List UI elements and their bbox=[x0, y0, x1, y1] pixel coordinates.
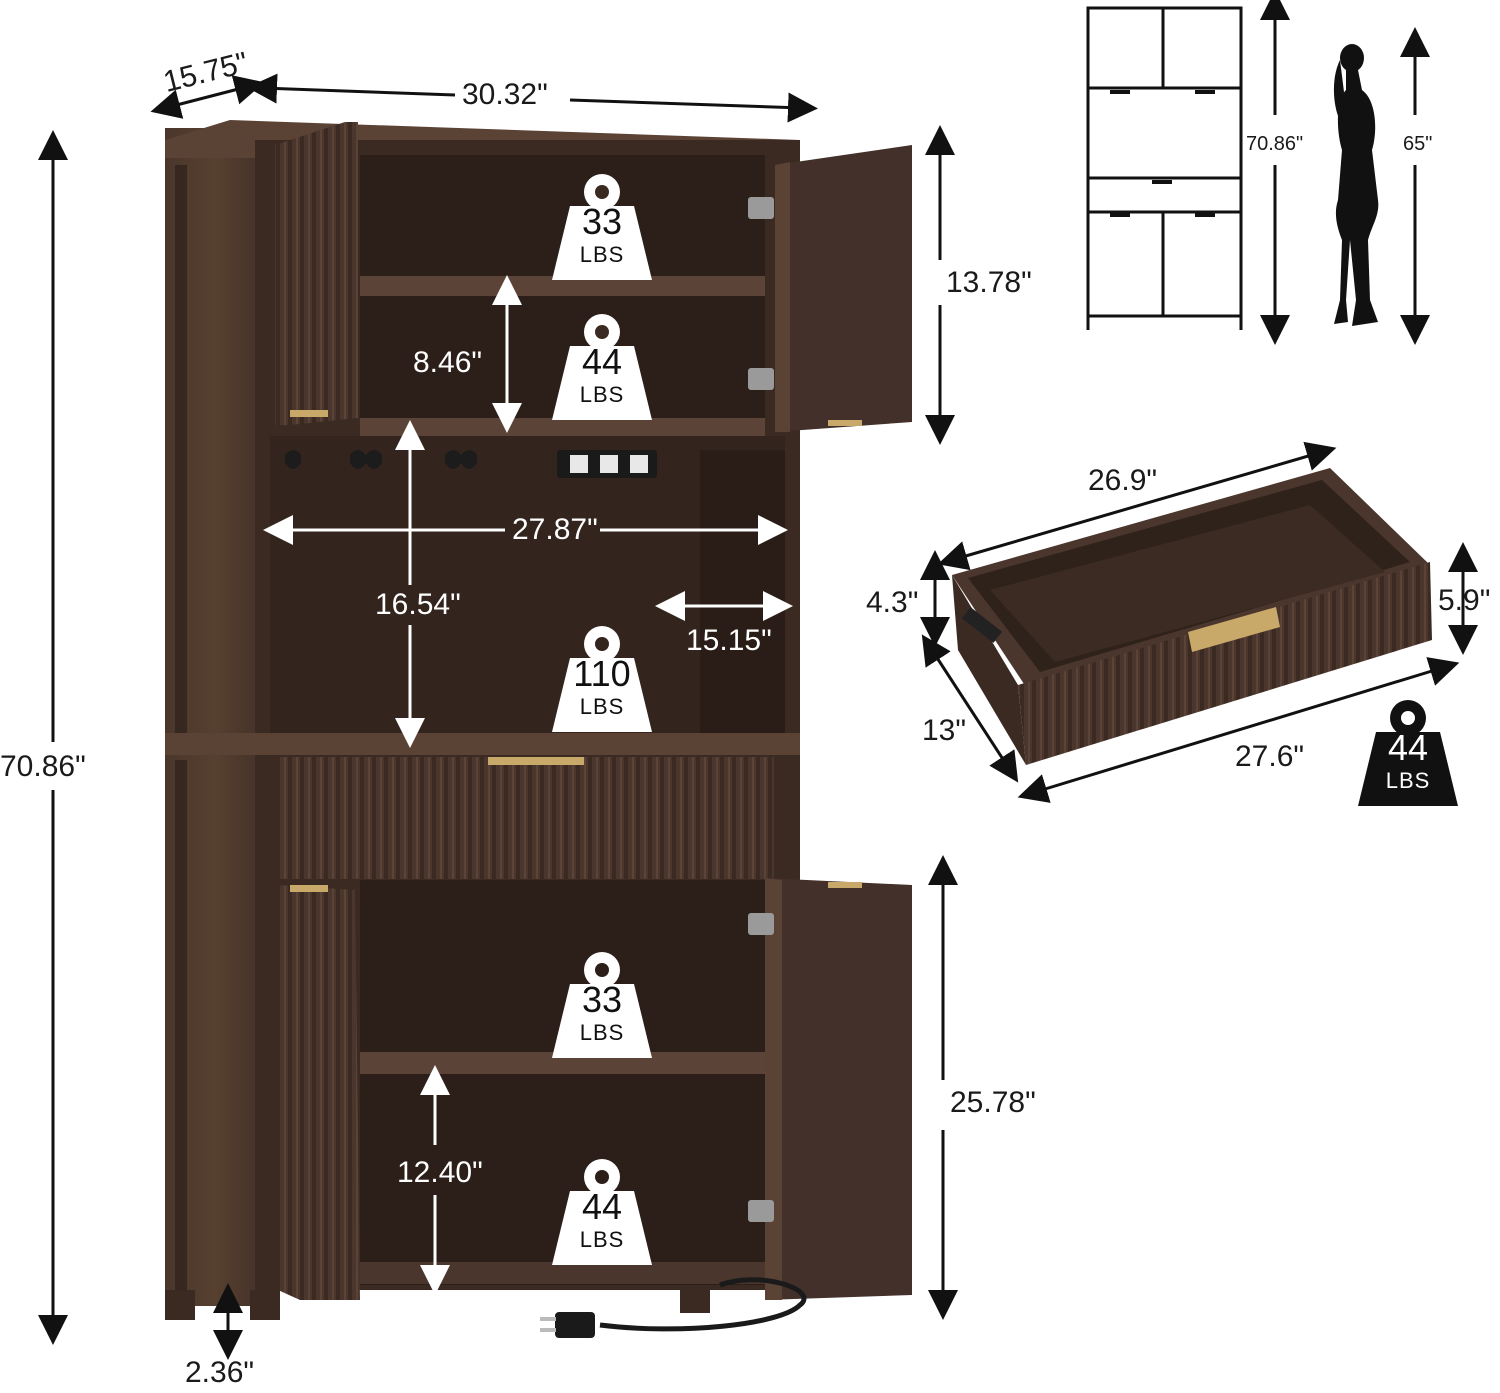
weight-icon-shapes bbox=[552, 174, 1458, 1265]
upper-cabinet-height-label: 13.78" bbox=[946, 266, 1032, 299]
lower-right-door bbox=[765, 878, 912, 1300]
power-cord bbox=[599, 1277, 807, 1332]
door-handle bbox=[828, 420, 862, 426]
lower-base bbox=[360, 1262, 765, 1284]
side-panel-groove bbox=[175, 165, 187, 735]
open-section-side bbox=[700, 450, 785, 736]
weight-badge-lower-top: 33 LBS bbox=[552, 948, 652, 1058]
drawer-front-height-label: 5.9" bbox=[1438, 584, 1491, 617]
open-depth-label: 15.15" bbox=[686, 624, 772, 657]
width-label: 30.32" bbox=[462, 78, 548, 111]
weight-badge-lower-bottom: 44 LBS bbox=[552, 1155, 652, 1265]
leg bbox=[680, 1285, 710, 1313]
plug-icon bbox=[555, 1312, 595, 1338]
drawer-depth-label: 13" bbox=[922, 714, 967, 747]
upper-right-door bbox=[775, 145, 912, 432]
drawer-dimension-lines bbox=[920, 441, 1478, 803]
open-height-label: 16.54" bbox=[375, 588, 461, 621]
cabinet bbox=[165, 120, 912, 1338]
lower-left-door bbox=[278, 885, 360, 1300]
door-handle bbox=[290, 410, 328, 417]
weight-badge-open-shelf: 110 LBS bbox=[552, 622, 652, 732]
total-height-label: 70.86" bbox=[0, 750, 86, 783]
drawer-inner-height-label: 4.3" bbox=[866, 586, 919, 619]
weight-unit: LBS bbox=[579, 1227, 625, 1252]
leg-height-label: 2.36" bbox=[185, 1356, 255, 1389]
upper-bottom-shelf bbox=[360, 418, 765, 436]
door-handle bbox=[290, 885, 328, 892]
lower-shelf-gap-label: 12.40" bbox=[397, 1156, 483, 1189]
open-section-back bbox=[270, 436, 785, 736]
outline-height-label: 70.86" bbox=[1246, 133, 1304, 155]
power-outlet-strip bbox=[557, 450, 657, 478]
depth-arrow bbox=[150, 75, 265, 119]
lower-shelf bbox=[360, 1052, 765, 1074]
person-height-label: 65" bbox=[1403, 133, 1433, 155]
upper-shelf bbox=[360, 276, 765, 296]
coat-hook bbox=[285, 450, 477, 469]
door-handle bbox=[828, 882, 862, 888]
weight-unit: LBS bbox=[579, 1020, 625, 1045]
drawer-inner-width-label: 26.9" bbox=[1088, 464, 1158, 497]
weight-unit: LBS bbox=[1385, 768, 1431, 793]
drawer-outer-width-label: 27.6" bbox=[1235, 740, 1305, 773]
drawer-handle bbox=[488, 757, 584, 765]
middle-band bbox=[165, 733, 800, 755]
side-panel-groove-lower bbox=[175, 760, 187, 1300]
weight-badge-upper-bottom: 44 LBS bbox=[552, 310, 652, 420]
weight-badge-upper-top: 33 LBS bbox=[552, 170, 652, 280]
width-arrow-left bbox=[247, 73, 456, 104]
drawer-front-fluted bbox=[278, 757, 774, 879]
weight-value: 33 bbox=[581, 201, 623, 242]
weight-value: 44 bbox=[1387, 727, 1429, 768]
weight-badge-drawer: 44 LBS bbox=[1358, 696, 1458, 806]
dimension-lines bbox=[38, 73, 958, 1360]
weight-value: 33 bbox=[581, 979, 623, 1020]
upper-shelf-gap-label: 8.46" bbox=[413, 346, 483, 379]
width-arrow-right bbox=[569, 92, 818, 123]
person-silhouette-icon bbox=[1333, 44, 1379, 326]
weight-unit: LBS bbox=[579, 694, 625, 719]
interior-dimension-lines bbox=[263, 275, 793, 1295]
upper-left-door bbox=[275, 122, 358, 425]
open-width-label: 27.87" bbox=[512, 513, 598, 546]
weight-unit: LBS bbox=[579, 382, 625, 407]
weight-value: 110 bbox=[573, 653, 631, 694]
lower-cabinet-height-label: 25.78" bbox=[950, 1086, 1036, 1119]
drawer-outer-width-arrow bbox=[1017, 657, 1460, 803]
leg bbox=[165, 1290, 195, 1320]
drawer-handle bbox=[1188, 607, 1280, 652]
weight-unit: LBS bbox=[579, 242, 625, 267]
drawer-depth-arrow bbox=[921, 634, 1019, 783]
weight-value: 44 bbox=[581, 1186, 623, 1227]
drawer-inner-width-arrow bbox=[937, 441, 1337, 571]
hinge-icon bbox=[748, 197, 774, 1222]
weight-value: 44 bbox=[581, 341, 623, 382]
leg bbox=[250, 1290, 280, 1320]
cabinet-outline-diagram bbox=[1086, 6, 1243, 330]
